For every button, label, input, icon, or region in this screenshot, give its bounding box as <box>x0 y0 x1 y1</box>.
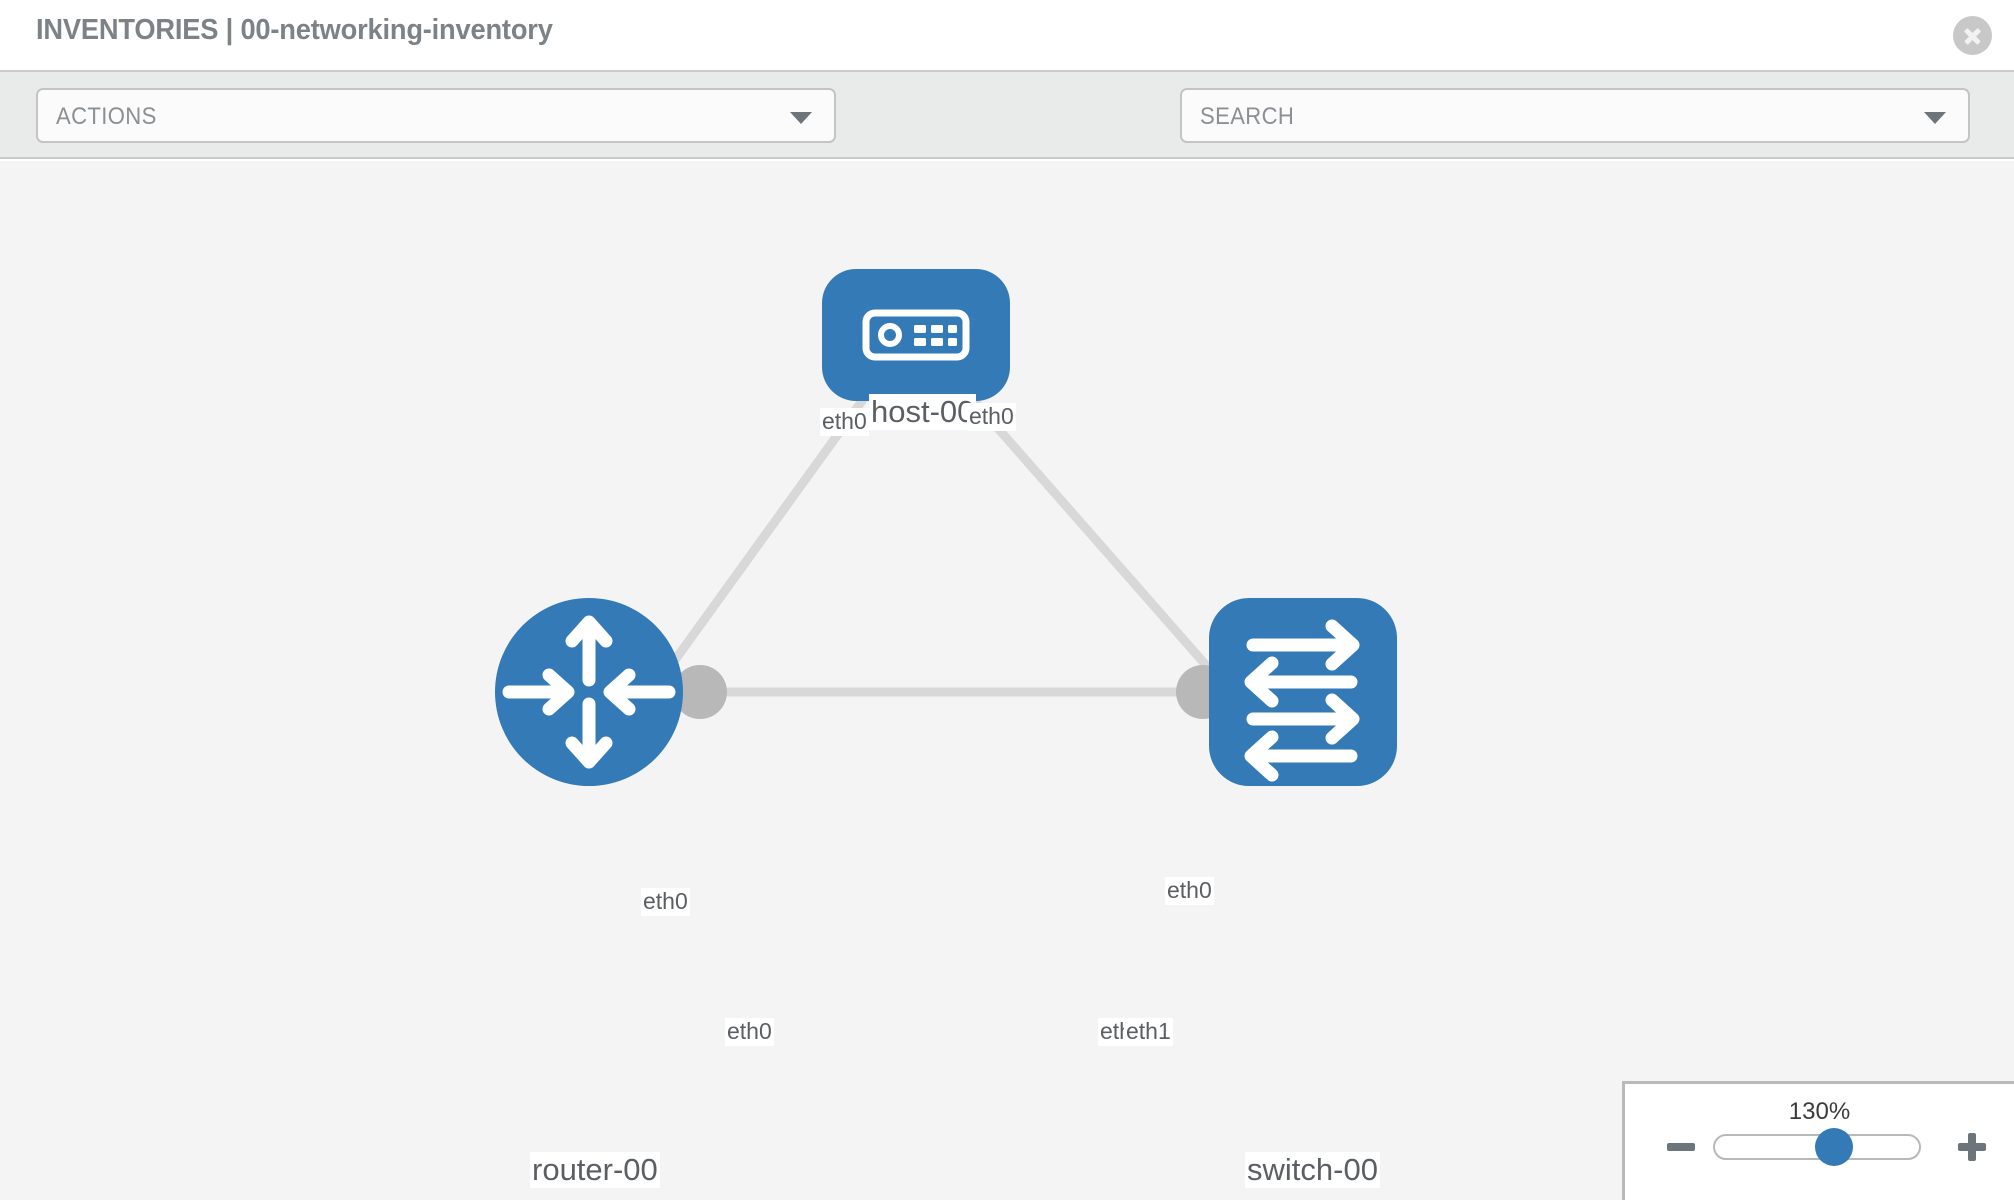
chevron-down-icon <box>1924 112 1946 124</box>
zoom-slider-thumb[interactable] <box>1815 1128 1853 1166</box>
port-label-host-right: eth0 <box>967 403 1016 431</box>
node-label-switch-00: switch-00 <box>1245 1152 1380 1188</box>
search-input[interactable]: SEARCH <box>1180 88 1970 143</box>
port-label-router-upper: eth0 <box>641 888 690 916</box>
actions-dropdown-label: ACTIONS <box>56 103 157 130</box>
zoom-control-panel: 130% <box>1622 1081 2014 1200</box>
switch-arrows-icon <box>1244 619 1360 782</box>
server-icon <box>862 309 970 361</box>
plus-icon[interactable] <box>1958 1133 1986 1161</box>
search-placeholder: SEARCH <box>1200 103 1295 130</box>
node-label-router-00: router-00 <box>530 1152 660 1188</box>
port-label-router-right: eth0 <box>725 1018 774 1046</box>
actions-dropdown[interactable]: ACTIONS <box>36 88 836 143</box>
topology-graph <box>495 269 1397 786</box>
close-icon[interactable] <box>1953 16 1992 55</box>
node-switch-00 <box>1209 598 1397 786</box>
minus-icon[interactable] <box>1667 1143 1695 1151</box>
zoom-slider[interactable] <box>1713 1128 1921 1166</box>
edge-host-switch <box>948 373 1259 724</box>
toolbar: ACTIONS SEARCH <box>0 70 2014 198</box>
page-title: INVENTORIES | 00-networking-inventory <box>36 14 553 46</box>
node-host-00 <box>822 269 1010 401</box>
node-label-host-00: host-00 <box>869 394 977 430</box>
port-router-right <box>673 665 727 719</box>
port-label-switch-left: eth1 <box>1124 1018 1173 1046</box>
port-label-switch-upper: eth0 <box>1165 877 1214 905</box>
chevron-down-icon <box>790 112 812 124</box>
zoom-percent-label: 130% <box>1788 1098 1851 1125</box>
topology-canvas[interactable]: eth0 host-00 eth0 eth0 eth0 eth0 eth0 et… <box>0 161 2014 1200</box>
port-label-host-left: eth0 <box>820 408 869 436</box>
page-header: INVENTORIES | 00-networking-inventory <box>0 0 2014 70</box>
router-arrows-icon <box>502 615 676 769</box>
node-router-00 <box>495 598 683 786</box>
